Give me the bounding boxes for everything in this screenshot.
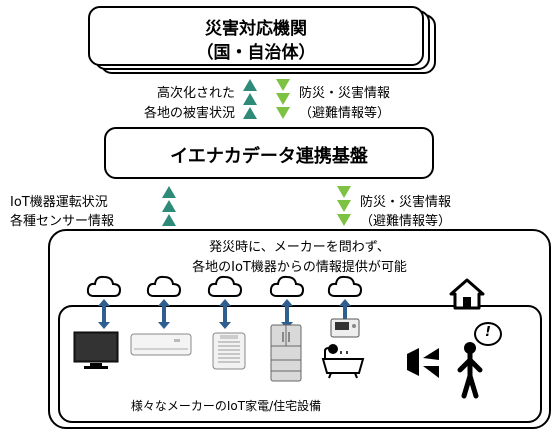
exclamation-mark: ! <box>485 325 491 340</box>
agency-subtitle: （国・自治体） <box>196 43 316 63</box>
disaster-info-label-lower-2: （避難情報等） <box>360 214 452 229</box>
damage-status-label-1: 高次化された <box>156 86 235 101</box>
speaker-icon <box>407 348 439 378</box>
cloud-icon <box>146 275 182 297</box>
disaster-agency-box: 災害対応機関 （国・自治体） <box>88 6 424 66</box>
speech-bubble: ! <box>474 322 502 346</box>
bath-controller-icon <box>330 318 360 338</box>
up-arrow-icon <box>162 200 176 212</box>
regions-caption-2: 各地のIoT機器からの情報提供が可能 <box>192 260 407 275</box>
up-arrow-icon <box>243 79 257 91</box>
downward-arrows-lower <box>337 186 351 226</box>
down-arrow-icon <box>337 200 351 212</box>
up-arrow-icon <box>162 186 176 198</box>
up-arrow-icon <box>243 93 257 105</box>
tv-icon <box>73 331 119 369</box>
iot-status-label-2: 各種センサー情報 <box>10 214 115 229</box>
disaster-info-label-lower-1: 防災・災害情報 <box>360 195 452 210</box>
data-platform-box: イエナカデータ連携基盤 <box>104 127 434 179</box>
link-arrow-icon <box>281 299 293 329</box>
upward-arrows-lower <box>162 186 176 226</box>
appliances-footer: 様々なメーカーのIoT家電/住宅設備 <box>130 399 322 413</box>
cloud-icon <box>86 275 122 297</box>
iot-status-label-1: IoT機器運転状況 <box>10 195 108 210</box>
air-conditioner-icon <box>130 333 192 356</box>
link-arrow-icon <box>339 299 351 329</box>
link-arrow-icon <box>158 299 170 329</box>
down-arrow-icon <box>337 186 351 198</box>
regions-caption-1: 発災時に、メーカーを問わず、 <box>209 240 390 255</box>
upward-arrows-upper <box>243 79 257 119</box>
down-arrow-icon <box>276 79 290 91</box>
disaster-info-label-upper-1: 防災・災害情報 <box>299 86 391 101</box>
person-icon <box>457 342 483 399</box>
refrigerator-icon <box>270 324 302 382</box>
down-arrow-icon <box>337 214 351 226</box>
disaster-info-label-upper-2: （避難情報等） <box>299 106 391 121</box>
air-purifier-icon <box>212 332 246 370</box>
cloud-icon <box>327 275 363 297</box>
cloud-icon <box>269 275 305 297</box>
down-arrow-icon <box>276 107 290 119</box>
damage-status-label-2: 各地の被害状況 <box>143 106 235 121</box>
up-arrow-icon <box>162 214 176 226</box>
cloud-icon <box>207 275 243 297</box>
link-arrow-icon <box>219 299 231 329</box>
link-arrow-icon <box>98 299 110 329</box>
down-arrow-icon <box>276 93 290 105</box>
up-arrow-icon <box>243 107 257 119</box>
platform-title: イエナカデータ連携基盤 <box>170 146 368 167</box>
agency-title: 災害対応機関 <box>205 19 307 39</box>
house-icon <box>449 278 485 310</box>
downward-arrows-upper <box>276 79 290 119</box>
bathtub-icon <box>321 344 365 379</box>
